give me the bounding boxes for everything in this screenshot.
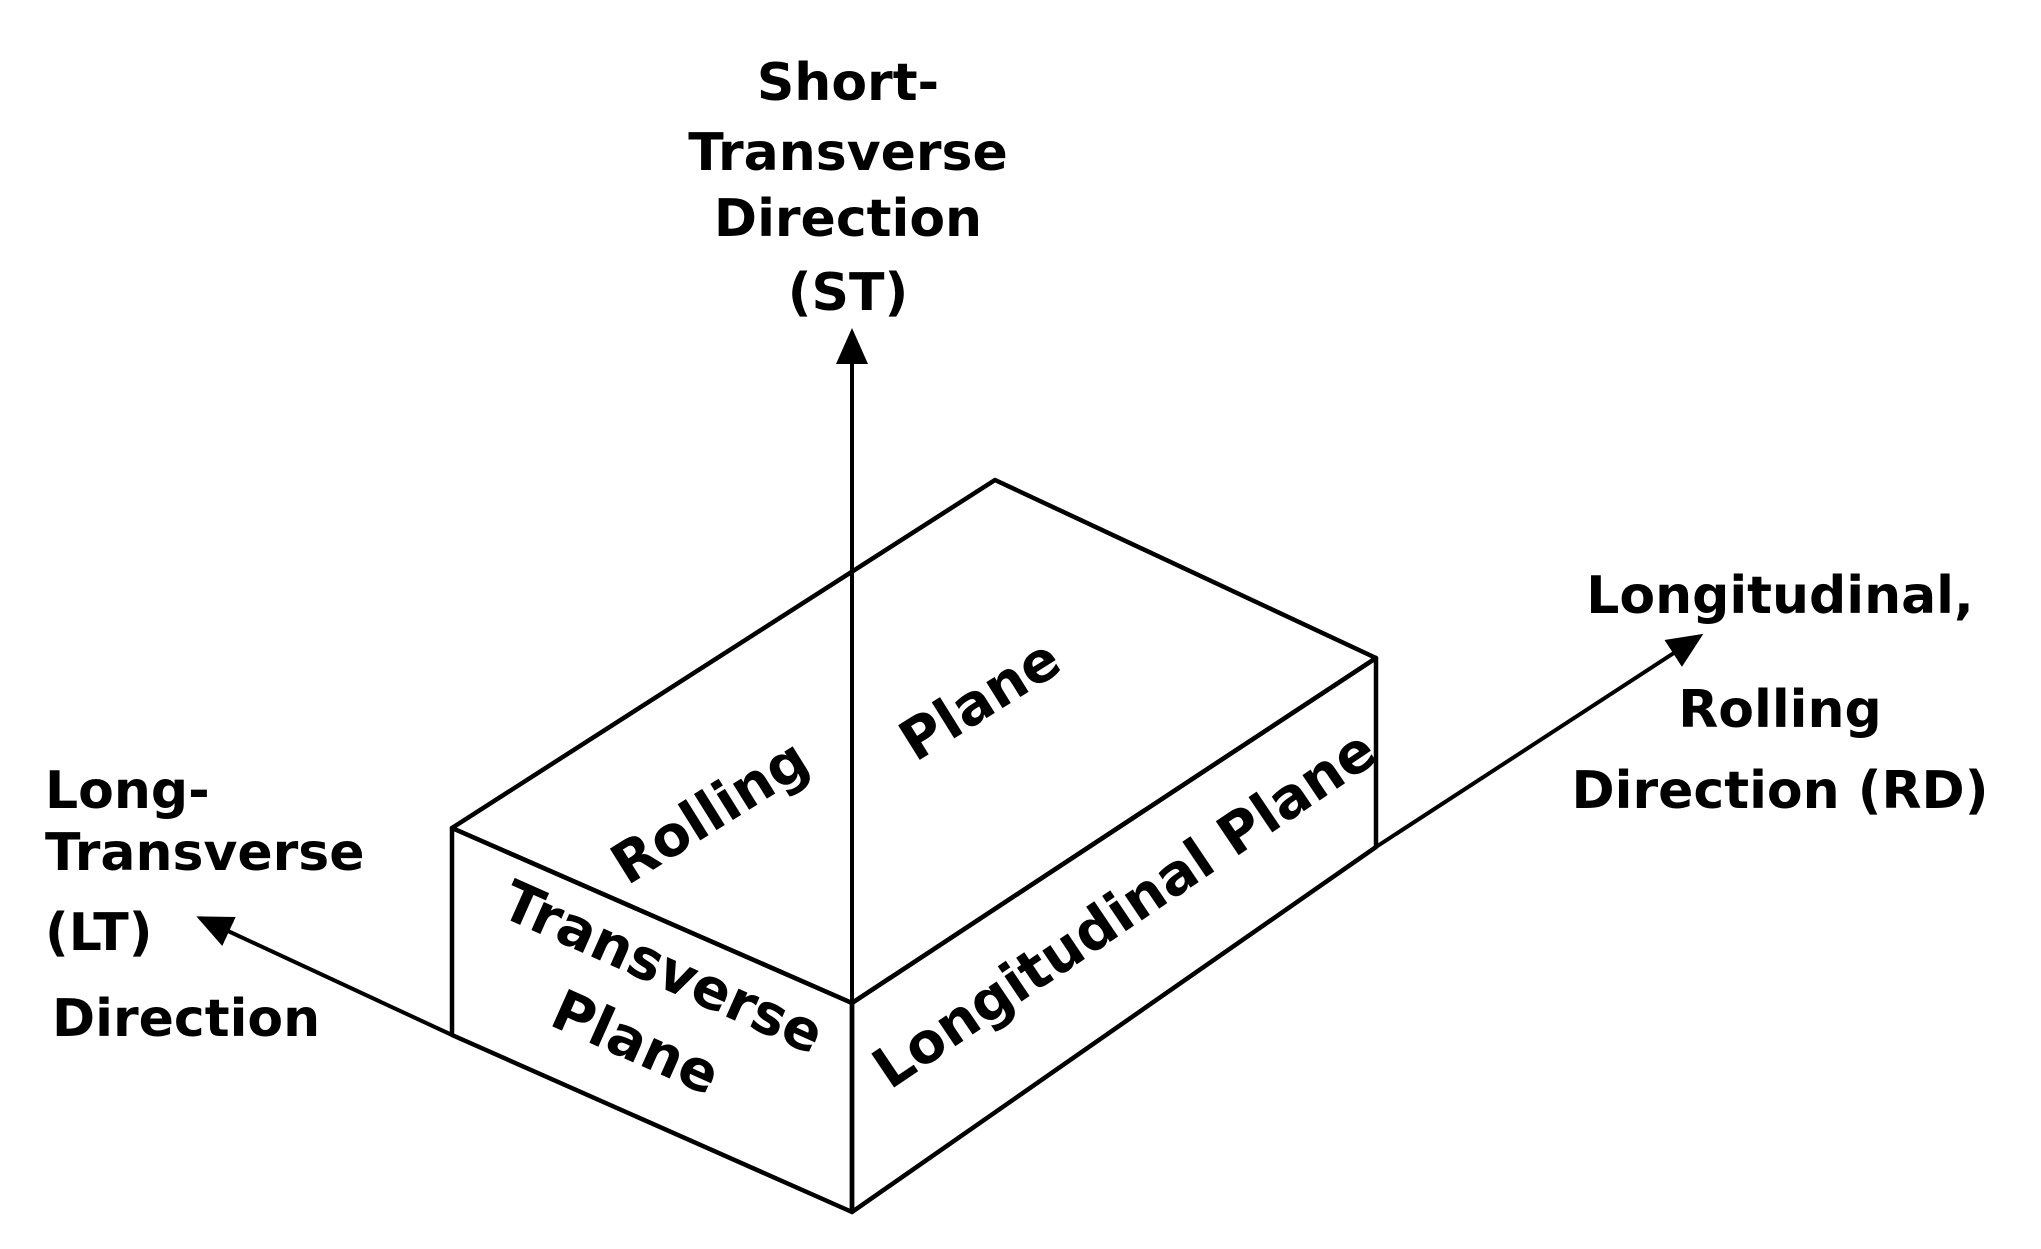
st-label-line-1: Short- <box>757 53 939 113</box>
rd-axis-line <box>1374 633 1704 849</box>
rd-label-line-1: Longitudinal, <box>1586 566 1974 626</box>
rolling-plane-word-1: Rolling <box>600 727 820 898</box>
lt-axis-line <box>196 916 453 1037</box>
rd-label-line-3: Direction (RD) <box>1572 761 1989 821</box>
rolling-plane-label: Rolling Plane <box>600 626 1072 898</box>
longitudinal-plane-text: Longitudinal Plane <box>861 717 1388 1102</box>
lt-axis-label: Long- Transverse (LT) Direction <box>45 761 365 1049</box>
st-label-line-4: (ST) <box>788 263 908 323</box>
rd-axis-label: Longitudinal, Rolling Direction (RD) <box>1572 566 1989 821</box>
st-axis-label: Short- Transverse Direction (ST) <box>688 53 1008 323</box>
lt-label-line-4: Direction <box>52 989 320 1049</box>
axes <box>196 328 1704 1037</box>
st-label-line-2: Transverse <box>688 123 1008 183</box>
lt-label-line-3: (LT) <box>45 903 153 963</box>
transverse-plane-label: Transverse Plane <box>492 868 833 1108</box>
lt-label-line-1: Long- <box>45 761 210 821</box>
rolling-plane-word-2: Plane <box>888 626 1072 774</box>
st-label-line-3: Direction <box>714 189 982 249</box>
rd-label-line-2: Rolling <box>1678 680 1881 740</box>
longitudinal-plane-label: Longitudinal Plane <box>861 717 1388 1102</box>
lt-label-line-2: Transverse <box>45 823 365 883</box>
